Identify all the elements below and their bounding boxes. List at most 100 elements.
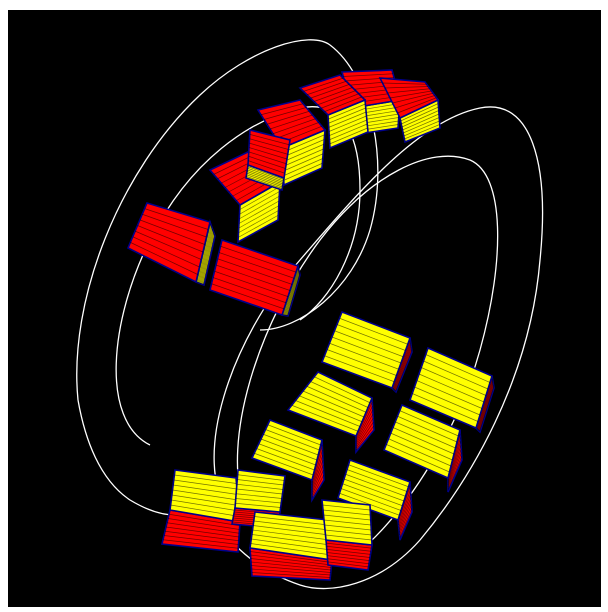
module-m15[interactable]	[161, 469, 241, 553]
module-m13[interactable]	[250, 418, 325, 503]
slice-line	[390, 432, 453, 461]
module-m11[interactable]	[286, 371, 375, 455]
slice-line	[269, 114, 313, 130]
slice-line	[326, 552, 371, 558]
slice-line	[326, 549, 371, 555]
slice-line	[251, 538, 332, 551]
slice-line	[214, 270, 289, 297]
slice-line	[324, 96, 363, 112]
slice-line	[258, 443, 316, 466]
slice-line	[403, 120, 440, 137]
module-front-slices	[260, 103, 323, 144]
slice-line	[329, 342, 399, 370]
module-m05[interactable]	[208, 151, 282, 244]
module-m18[interactable]	[321, 499, 373, 571]
slice-line	[397, 97, 437, 114]
slice-line	[173, 484, 238, 495]
slice-line	[286, 272, 300, 316]
slice-line	[476, 378, 493, 430]
slice-line	[387, 88, 430, 94]
slice-line	[260, 103, 304, 116]
slice-line	[254, 516, 329, 526]
module-side-slices	[196, 223, 215, 285]
slice-line	[248, 160, 285, 174]
slice-line	[246, 172, 283, 186]
slice-line	[327, 558, 370, 565]
slice-line	[250, 561, 332, 571]
slice-line	[334, 330, 404, 358]
module-front-face	[209, 238, 300, 317]
slice-line	[327, 561, 369, 568]
slice-line	[340, 488, 402, 511]
slice-line	[479, 386, 495, 432]
slice-line	[235, 498, 282, 504]
slice-line	[397, 485, 411, 523]
module-m10[interactable]	[408, 346, 495, 434]
slice-line	[398, 500, 412, 533]
slice-line	[392, 427, 455, 455]
slice-line	[284, 270, 300, 316]
module-side-slices	[311, 444, 325, 498]
slice-line	[249, 134, 290, 146]
slice-line	[166, 522, 240, 534]
slice-line	[254, 452, 314, 476]
slice-line	[236, 488, 283, 495]
slice-line	[343, 73, 394, 77]
module-front-slices	[322, 504, 372, 541]
slice-line	[251, 565, 331, 573]
slice-line	[421, 367, 487, 396]
slice-line	[311, 469, 324, 496]
slice-line	[142, 213, 207, 238]
slice-line	[447, 448, 462, 487]
slice-line	[392, 92, 434, 104]
module-front-slices	[339, 464, 409, 516]
slice-line	[355, 401, 373, 439]
module-side-slices	[326, 542, 372, 568]
module-side-slices	[250, 551, 332, 578]
module-front-slices	[386, 410, 459, 473]
module-side-slices	[328, 103, 368, 145]
module-m08[interactable]	[245, 128, 291, 192]
module-side-slices	[355, 401, 375, 451]
slice-line	[397, 415, 458, 443]
slice-line	[283, 153, 324, 172]
slice-line	[247, 167, 284, 182]
module-m09[interactable]	[320, 310, 413, 394]
slice-line	[322, 509, 371, 516]
module-m03[interactable]	[298, 74, 369, 150]
slice-line	[171, 499, 240, 512]
slice-line	[137, 225, 204, 253]
slice-line	[412, 393, 479, 422]
module-m14[interactable]	[337, 458, 413, 541]
module-m06[interactable]	[126, 202, 216, 287]
module-m17[interactable]	[249, 511, 333, 581]
slice-line	[401, 106, 439, 125]
slice-line	[283, 158, 323, 177]
slice-line	[302, 390, 365, 418]
slice-line	[447, 444, 462, 486]
slice-line	[250, 558, 332, 568]
slice-line	[310, 381, 369, 408]
slice-line	[389, 90, 432, 99]
slice-line	[416, 380, 483, 409]
module-front-slices	[291, 376, 371, 432]
slice-line	[250, 554, 332, 566]
slice-line	[260, 438, 318, 461]
slice-line	[250, 551, 332, 563]
slice-line	[355, 409, 374, 443]
module-m12[interactable]	[382, 403, 463, 493]
module-m02[interactable]	[378, 77, 441, 144]
module-front-face	[382, 403, 461, 480]
slice-line	[162, 539, 239, 549]
slice-line	[394, 346, 412, 391]
slice-line	[286, 273, 301, 316]
slice-line	[236, 483, 284, 490]
module-m07[interactable]	[209, 238, 301, 317]
slice-line	[326, 349, 397, 376]
slice-line	[402, 117, 440, 134]
slice-line	[311, 474, 325, 498]
slice-line	[311, 459, 324, 491]
slice-line	[249, 142, 288, 155]
ring-bottom-edge	[77, 399, 176, 516]
